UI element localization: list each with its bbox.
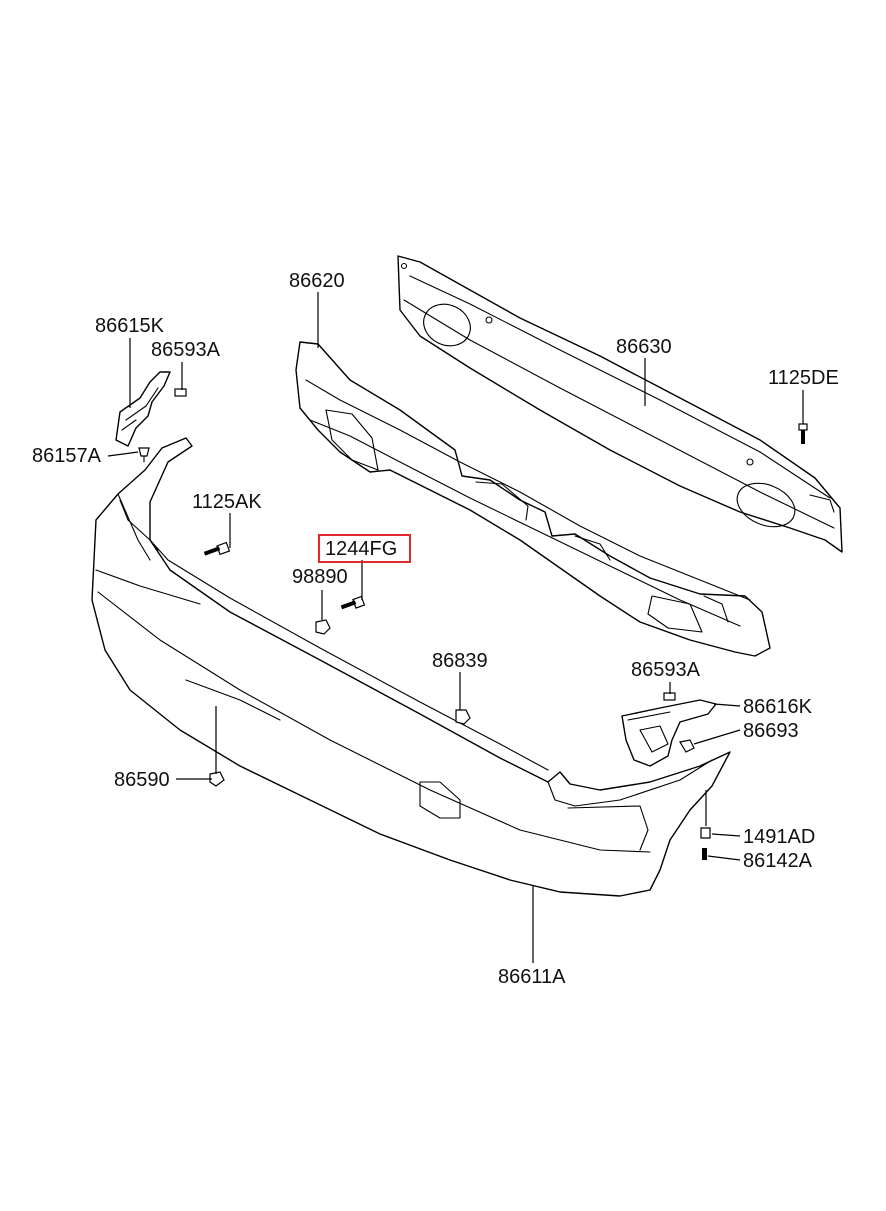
label-86611A: 86611A xyxy=(498,966,566,988)
highlight-box xyxy=(318,534,411,563)
leader-lines xyxy=(107,292,804,963)
label-1125AK: 1125AK xyxy=(192,491,262,513)
nut-98890[interactable] xyxy=(315,619,331,635)
clip-1491AD[interactable] xyxy=(700,827,711,839)
label-86616K: 86616K xyxy=(743,696,813,718)
bracket-86616K[interactable] xyxy=(621,699,717,767)
label-86630: 86630 xyxy=(616,336,672,358)
energy-absorber-86620[interactable] xyxy=(295,341,771,657)
bolt-1244FG[interactable] xyxy=(340,595,366,610)
rear-beam-86630[interactable] xyxy=(397,255,843,553)
label-86839: 86839 xyxy=(432,650,488,672)
label-1125DE: 1125DE xyxy=(768,367,839,389)
bolt-1125AK[interactable] xyxy=(203,541,231,556)
nut-86590[interactable] xyxy=(209,771,225,787)
clip-86157A[interactable] xyxy=(138,447,150,463)
nut-86593A-left[interactable] xyxy=(174,388,187,397)
label-98890: 98890 xyxy=(292,566,348,588)
highlight-1244FG[interactable]: 1244FG xyxy=(318,534,411,563)
label-86157A: 86157A xyxy=(32,445,102,467)
clip-86693[interactable] xyxy=(679,739,695,753)
label-86693: 86693 xyxy=(743,720,799,742)
label-86590: 86590 xyxy=(114,769,170,791)
label-1491AD: 1491AD xyxy=(743,826,815,848)
label-86593A-left: 86593A xyxy=(151,339,221,361)
nut-86593A-right[interactable] xyxy=(663,692,676,701)
bracket-86615K[interactable] xyxy=(115,371,171,447)
label-86620: 86620 xyxy=(289,270,345,292)
label-86615K: 86615K xyxy=(95,315,165,337)
label-86593A-right: 86593A xyxy=(631,659,701,681)
bumper-cover-86611A[interactable] xyxy=(91,437,731,897)
label-86142A: 86142A xyxy=(743,850,813,872)
clip-86839[interactable] xyxy=(455,709,471,725)
label-1244FG: 1244FG xyxy=(325,538,397,560)
bolt-1125DE[interactable] xyxy=(798,423,808,444)
screw-86142A[interactable] xyxy=(702,848,707,860)
